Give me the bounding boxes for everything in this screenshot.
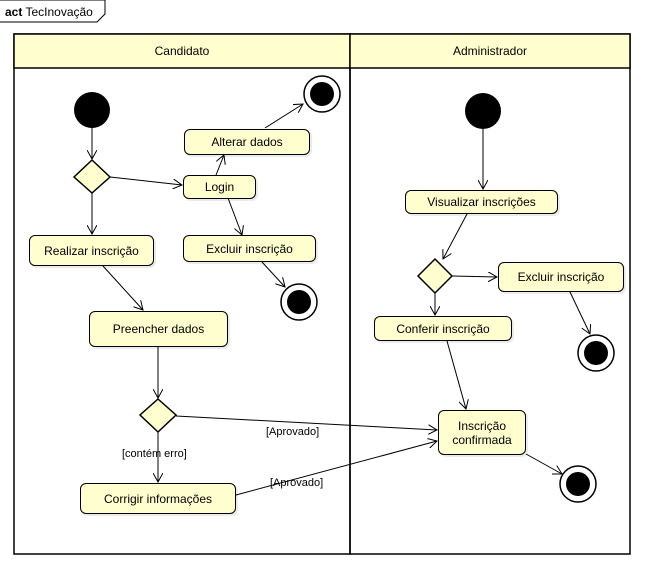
action-inscricao-confirmada-line2: confirmada: [452, 432, 512, 447]
action-corrigir-informacoes[interactable]: Corrigir informações: [80, 483, 236, 514]
frame-keyword: act: [5, 5, 23, 19]
frame-name: TecInovação: [25, 5, 93, 19]
action-excluir-inscricao-candidato[interactable]: Excluir inscrição: [183, 235, 316, 262]
action-conferir-inscricao[interactable]: Conferir inscrição: [374, 316, 512, 341]
decision-node-2: [138, 397, 178, 434]
guard-contem-erro: [contém erro]: [122, 448, 187, 460]
action-login[interactable]: Login: [183, 175, 256, 199]
final-node-top: [303, 75, 341, 113]
decision-node-1: [72, 158, 112, 195]
final-node-confirmada: [559, 465, 597, 503]
decision-node-admin: [416, 257, 454, 295]
guard-aprovado-1: [Aprovado]: [266, 426, 320, 438]
frame-tab: [0, 0, 106, 23]
action-excluir-inscricao-admin[interactable]: Excluir inscrição: [498, 262, 624, 292]
initial-node-administrador: [465, 93, 501, 129]
lane-title-administrador: Administrador: [452, 44, 528, 58]
action-inscricao-confirmada[interactable]: Inscrição confirmada: [438, 410, 526, 455]
lane-header-candidato: [13, 33, 351, 69]
control-flows: [92, 104, 590, 496]
action-inscricao-confirmada-line1: Inscrição: [457, 418, 507, 433]
final-node-excluir-candidato: [280, 283, 318, 321]
final-node-excluir-admin: [577, 334, 615, 372]
initial-node-candidato: [74, 92, 110, 128]
action-visualizar-inscricoes[interactable]: Visualizar inscrições: [405, 190, 558, 214]
action-realizar-inscricao[interactable]: Realizar inscrição: [29, 235, 154, 266]
guard-aprovado-2: [Aprovado]: [270, 477, 324, 489]
action-preencher-dados[interactable]: Preencher dados: [89, 311, 228, 347]
lane-title-candidato: Candidato: [154, 44, 210, 58]
lane-header-administrador: [349, 33, 631, 69]
frame-title: act TecInovação: [5, 2, 93, 22]
action-alterar-dados[interactable]: Alterar dados: [184, 129, 310, 155]
